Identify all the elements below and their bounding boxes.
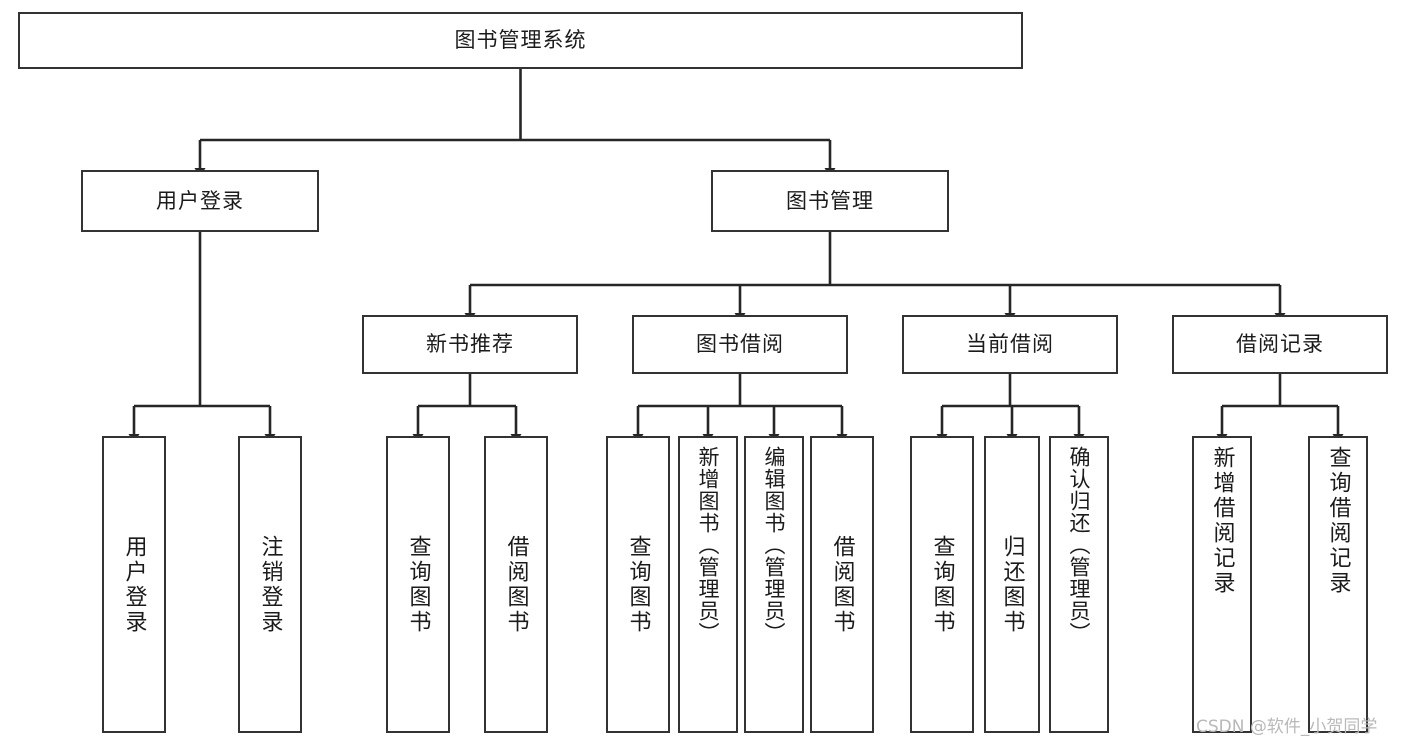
node-l-bo-add: 新增图书（管理员） bbox=[678, 436, 738, 733]
node-label: 图书管理系统 bbox=[454, 28, 587, 53]
node-label: 图书管理 bbox=[786, 188, 874, 213]
node-l-bo-borrow: 借阅图书 bbox=[810, 436, 874, 733]
node-current: 当前借阅 bbox=[902, 315, 1118, 374]
node-label: 新增借阅记录 bbox=[1209, 446, 1235, 596]
node-root: 图书管理系统 bbox=[18, 12, 1023, 69]
node-borrow: 图书借阅 bbox=[632, 315, 848, 374]
node-label: 查询图书 bbox=[929, 534, 955, 635]
node-l-nb-borrow: 借阅图书 bbox=[484, 436, 548, 733]
node-l-re-query: 查询借阅记录 bbox=[1308, 436, 1368, 733]
node-label: 编辑图书（管理员） bbox=[762, 446, 787, 644]
node-login: 用户登录 bbox=[81, 170, 319, 232]
node-label: 查询图书 bbox=[405, 534, 431, 635]
watermark: CSDN @软件_小贺同学 bbox=[1196, 717, 1378, 737]
node-l-login: 用户登录 bbox=[102, 436, 166, 733]
node-label: 查询图书 bbox=[625, 534, 651, 635]
node-label: 新增图书（管理员） bbox=[696, 446, 721, 644]
node-label: 确认归还（管理员） bbox=[1067, 446, 1092, 644]
node-label: 用户登录 bbox=[121, 534, 147, 635]
node-label: 借阅图书 bbox=[829, 534, 855, 635]
node-newbook: 新书推荐 bbox=[362, 315, 578, 374]
node-label: 查询借阅记录 bbox=[1325, 446, 1351, 596]
node-l-nb-query: 查询图书 bbox=[386, 436, 450, 733]
node-bookmgmt: 图书管理 bbox=[711, 170, 949, 232]
node-label: 借阅记录 bbox=[1236, 332, 1324, 357]
node-label: 注销登录 bbox=[257, 534, 283, 635]
node-l-cu-confirm: 确认归还（管理员） bbox=[1049, 436, 1109, 733]
node-label: 当前借阅 bbox=[966, 332, 1054, 357]
node-label: 归还图书 bbox=[999, 534, 1025, 635]
node-l-logout: 注销登录 bbox=[238, 436, 302, 733]
node-l-cu-return: 归还图书 bbox=[984, 436, 1040, 733]
node-label: 新书推荐 bbox=[426, 332, 514, 357]
node-label: 借阅图书 bbox=[503, 534, 529, 635]
node-label: 图书借阅 bbox=[696, 332, 784, 357]
node-l-bo-query: 查询图书 bbox=[606, 436, 670, 733]
node-l-re-add: 新增借阅记录 bbox=[1192, 436, 1252, 733]
node-label: 用户登录 bbox=[156, 188, 244, 213]
node-l-bo-edit: 编辑图书（管理员） bbox=[744, 436, 804, 733]
node-records: 借阅记录 bbox=[1172, 315, 1388, 374]
node-l-cu-query: 查询图书 bbox=[910, 436, 974, 733]
